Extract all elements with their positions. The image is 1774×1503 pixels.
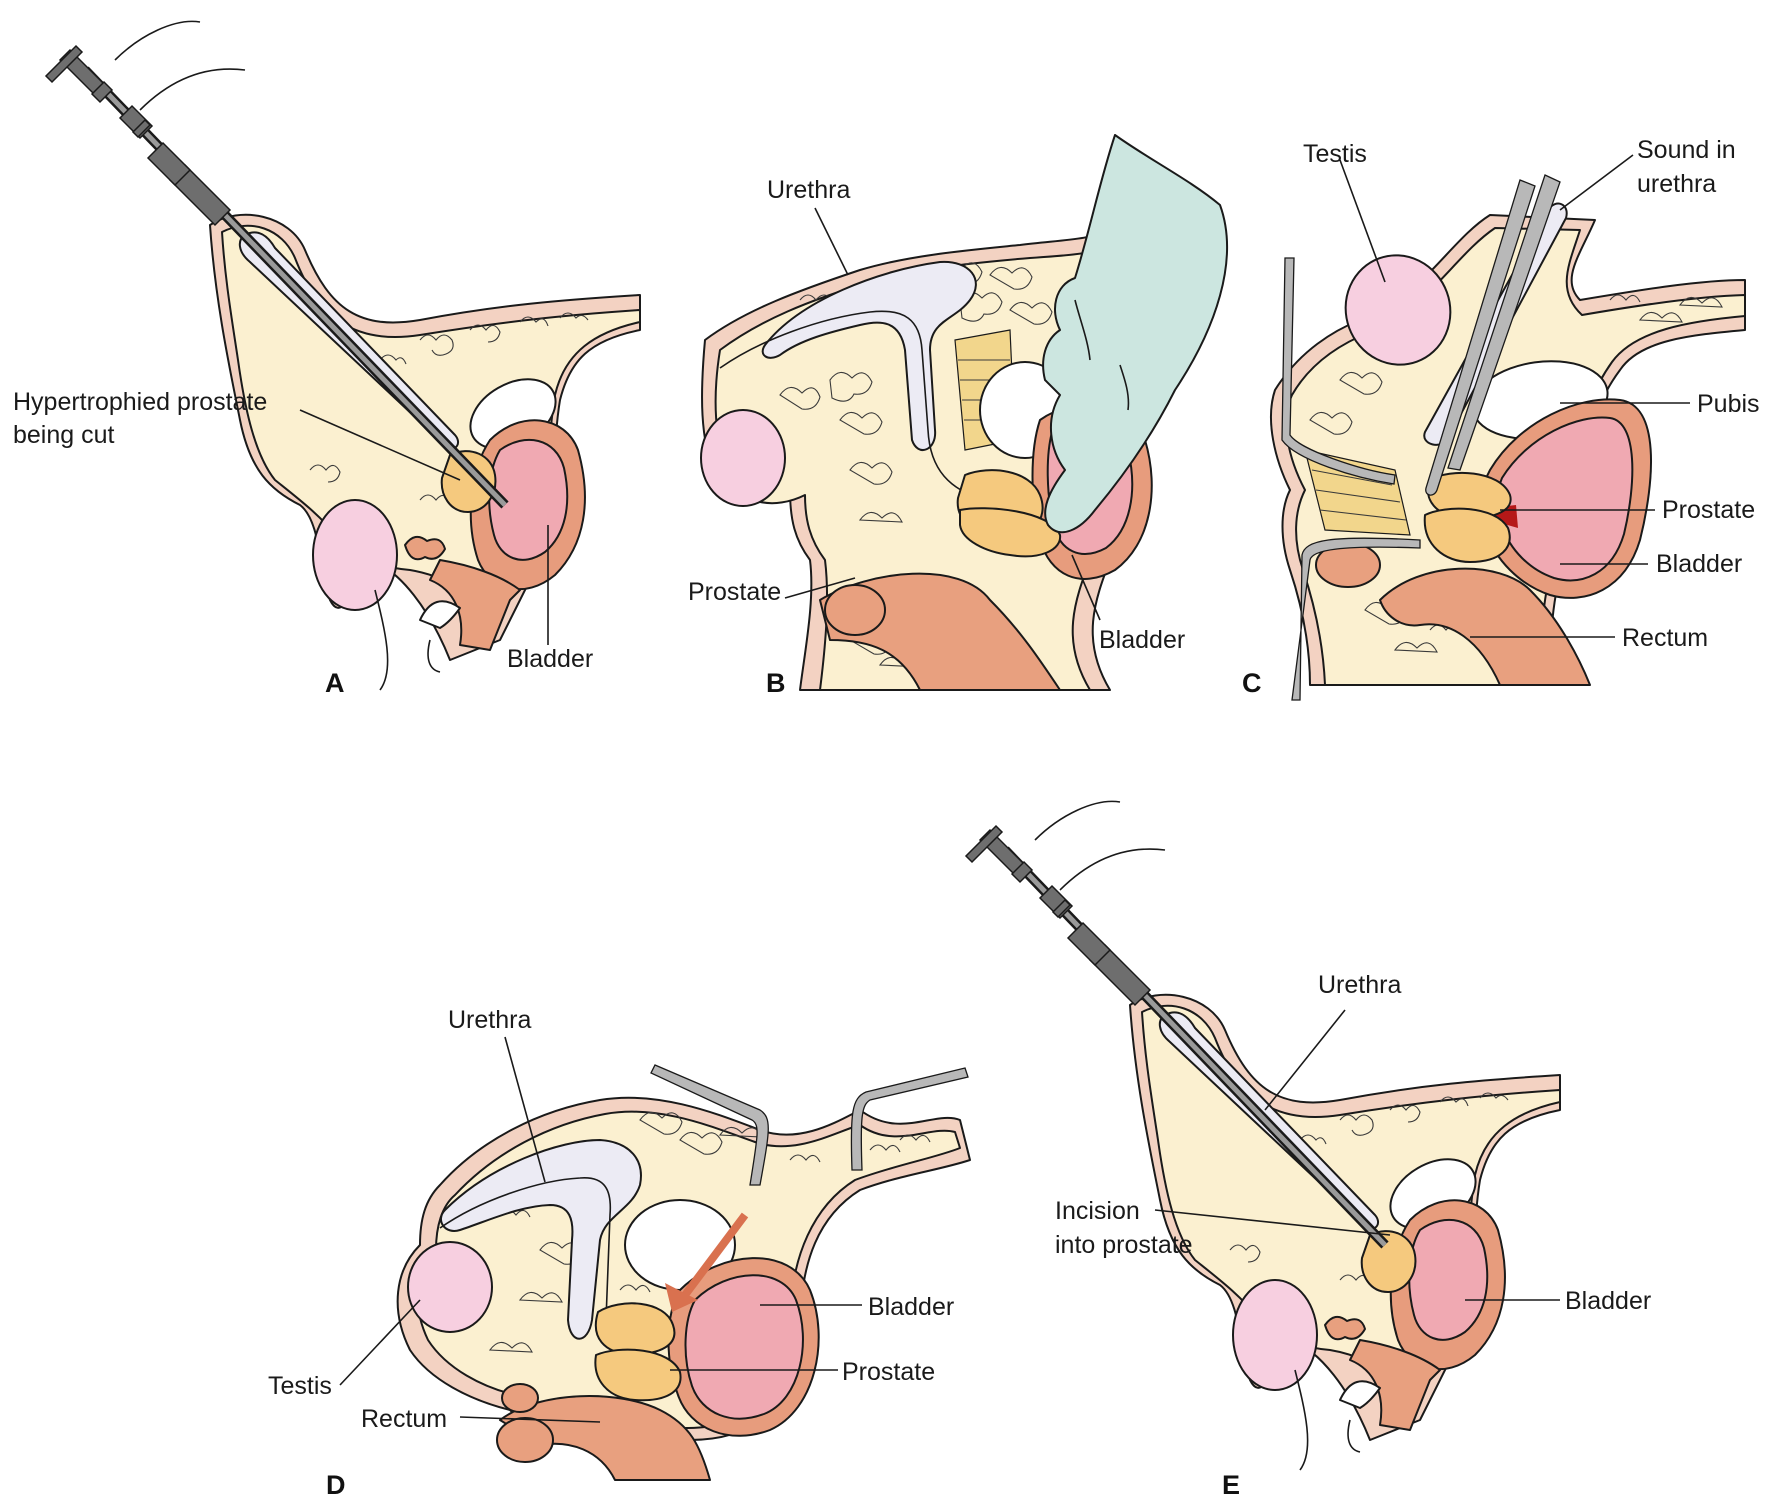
- panel-e: [964, 800, 1561, 1471]
- panel-c-testis: [1344, 254, 1452, 366]
- panel-d-label-urethra: Urethra: [448, 1006, 531, 1034]
- panel-a-label-prostate-line2: being cut: [13, 421, 115, 449]
- panel-d-urethra: [440, 1139, 642, 1340]
- panel-d-testis-leader: [339, 1299, 421, 1386]
- panel-b-bladder-leader: [1071, 554, 1101, 621]
- panel-c-sound: [1425, 179, 1536, 496]
- panel-d-urethra-leader: [504, 1036, 546, 1183]
- panel-b-urethra-leader: [814, 207, 849, 276]
- panel-a: [44, 20, 641, 691]
- panel-c-retractor-upper: [1281, 257, 1396, 485]
- panel-d-rectum-leader: [459, 1416, 601, 1423]
- panel-a-prostate: [440, 450, 497, 513]
- panel-a-fat-texture: [309, 312, 589, 503]
- panel-c-label-prostate: Prostate: [1662, 496, 1755, 524]
- panel-a-rectum: [429, 559, 521, 651]
- panel-b-label-urethra: Urethra: [767, 176, 850, 204]
- panel-d-label-prostate: Prostate: [842, 1358, 935, 1386]
- panel-b-label-bladder: Bladder: [1099, 626, 1185, 654]
- panel-d-rectum: [499, 1395, 711, 1481]
- panel-e-prostate: [1360, 1230, 1417, 1293]
- panel-c-label-sound-line2: urethra: [1637, 170, 1716, 198]
- panel-d-prostate: [594, 1302, 676, 1356]
- panel-c-testis-leader: [1339, 159, 1386, 283]
- panel-c-label-sound-line1: Sound in: [1637, 136, 1736, 164]
- panel-c-label-pubis: Pubis: [1697, 390, 1760, 418]
- panel-e-rectum: [1349, 1339, 1441, 1431]
- panel-e-letter: E: [1222, 1470, 1240, 1500]
- panel-d-testis: [407, 1241, 493, 1333]
- panel-b-glove: [1042, 134, 1228, 534]
- panel-d-retractor-right: [850, 1067, 969, 1171]
- panel-c-label-rectum: Rectum: [1622, 624, 1708, 652]
- panel-a-label-bladder: Bladder: [507, 645, 593, 673]
- panel-b: [700, 134, 1228, 691]
- panel-c-letter: C: [1242, 668, 1262, 698]
- panel-e-anus: [1324, 1315, 1366, 1341]
- panel-d: [339, 1036, 971, 1481]
- panel-b-urethra: [761, 260, 977, 452]
- panel-e-incision-leader: [1154, 1209, 1391, 1236]
- panel-b-label-prostate: Prostate: [688, 578, 781, 606]
- panel-b-letter: B: [766, 668, 786, 698]
- panel-e-urethra-leader: [1264, 1009, 1346, 1111]
- panel-a-anus: [404, 535, 446, 561]
- panel-e-label-incision-line2: into prostate: [1055, 1231, 1193, 1259]
- panel-c-fat-texture: [1309, 294, 1723, 653]
- panel-e-fat-texture: [1229, 1092, 1509, 1283]
- panel-e-label-urethra: Urethra: [1318, 971, 1401, 999]
- panel-a-letter: A: [325, 668, 345, 698]
- panel-c-rectum: [1379, 567, 1591, 686]
- panel-c-label-testis: Testis: [1303, 140, 1367, 168]
- panel-e-testis: [1232, 1279, 1318, 1391]
- panel-d-retractor-left: [650, 1064, 769, 1186]
- panel-d-label-bladder: Bladder: [868, 1293, 954, 1321]
- panel-c: [1269, 154, 1746, 701]
- panel-b-testis: [700, 409, 786, 507]
- panel-c-retractor-lower: [1291, 537, 1421, 701]
- panel-d-arrow: [681, 1212, 749, 1298]
- panel-d-bladder-lumen: [684, 1274, 804, 1420]
- panel-e-label-bladder: Bladder: [1565, 1287, 1651, 1315]
- panel-a-resectoscope: [44, 20, 509, 509]
- panel-c-muscle: [1304, 449, 1411, 536]
- panel-c-sound-leader: [1559, 154, 1634, 211]
- panel-d-label-rectum: Rectum: [361, 1405, 447, 1433]
- panel-b-prostate-leader: [784, 577, 856, 599]
- panel-d-letter: D: [326, 1470, 346, 1500]
- panel-e-resectoscope: [964, 800, 1389, 1249]
- panel-c-label-bladder: Bladder: [1656, 550, 1742, 578]
- panel-a-prostate-leader: [299, 409, 461, 481]
- panel-a-testis: [312, 499, 398, 611]
- panel-a-label-prostate-line1: Hypertrophied prostate: [13, 388, 267, 416]
- panel-d-label-testis: Testis: [268, 1372, 332, 1400]
- panel-e-label-incision-line1: Incision: [1055, 1197, 1140, 1225]
- panel-e-bladder-lumen: [1408, 1218, 1489, 1341]
